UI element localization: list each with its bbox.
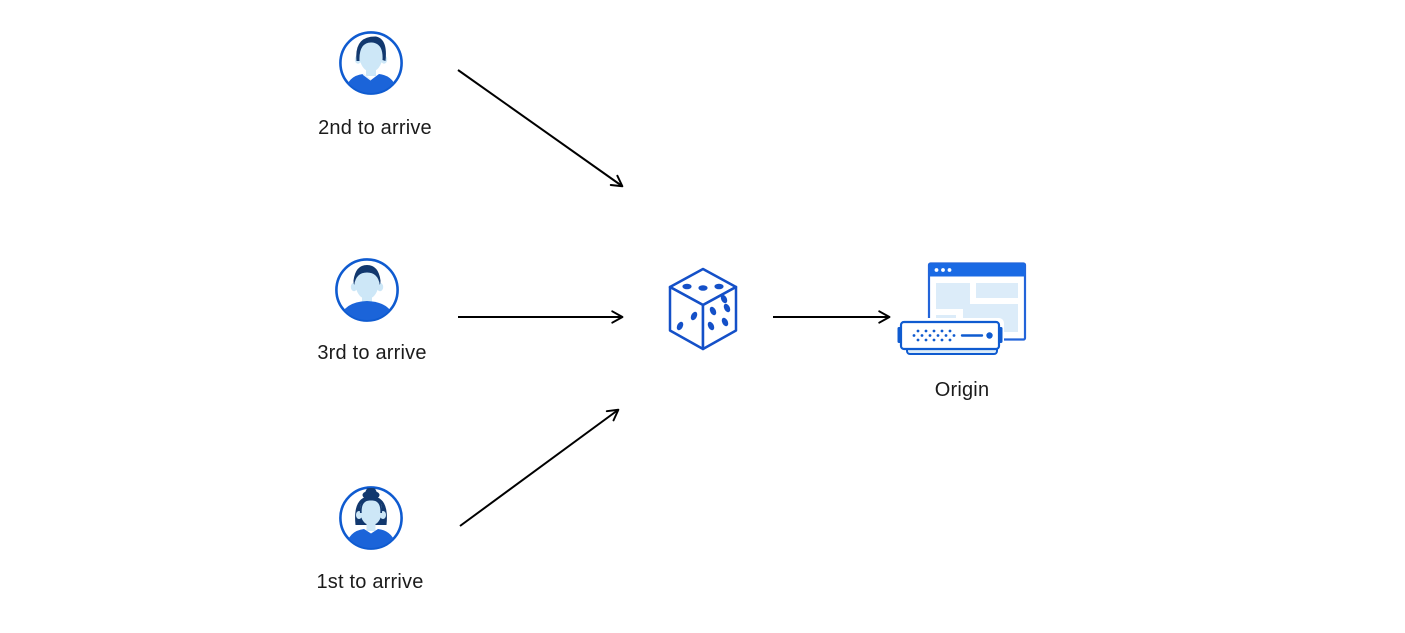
node-random-steering — [667, 266, 739, 352]
node-client-1st — [338, 485, 404, 551]
male-avatar-short-hair-icon — [335, 258, 399, 322]
node-label-client-2nd: 2nd to arrive — [318, 117, 432, 139]
node-label-client-1st: 1st to arrive — [316, 571, 424, 593]
arrow-2nd-to-dice — [457, 69, 624, 188]
node-label-client-3rd: 3rd to arrive — [317, 342, 427, 364]
origin-server-browser-icon — [896, 262, 1027, 355]
female-avatar-bun-icon — [339, 486, 403, 550]
node-origin — [896, 262, 1028, 364]
dice-icon — [668, 267, 738, 351]
node-client-3rd — [334, 257, 400, 323]
male-avatar-pompadour-icon — [339, 31, 403, 95]
node-label-origin: Origin — [934, 379, 990, 401]
arrow-1st-to-dice — [459, 408, 620, 527]
server-icon — [896, 318, 1004, 355]
node-client-2nd — [338, 30, 404, 96]
